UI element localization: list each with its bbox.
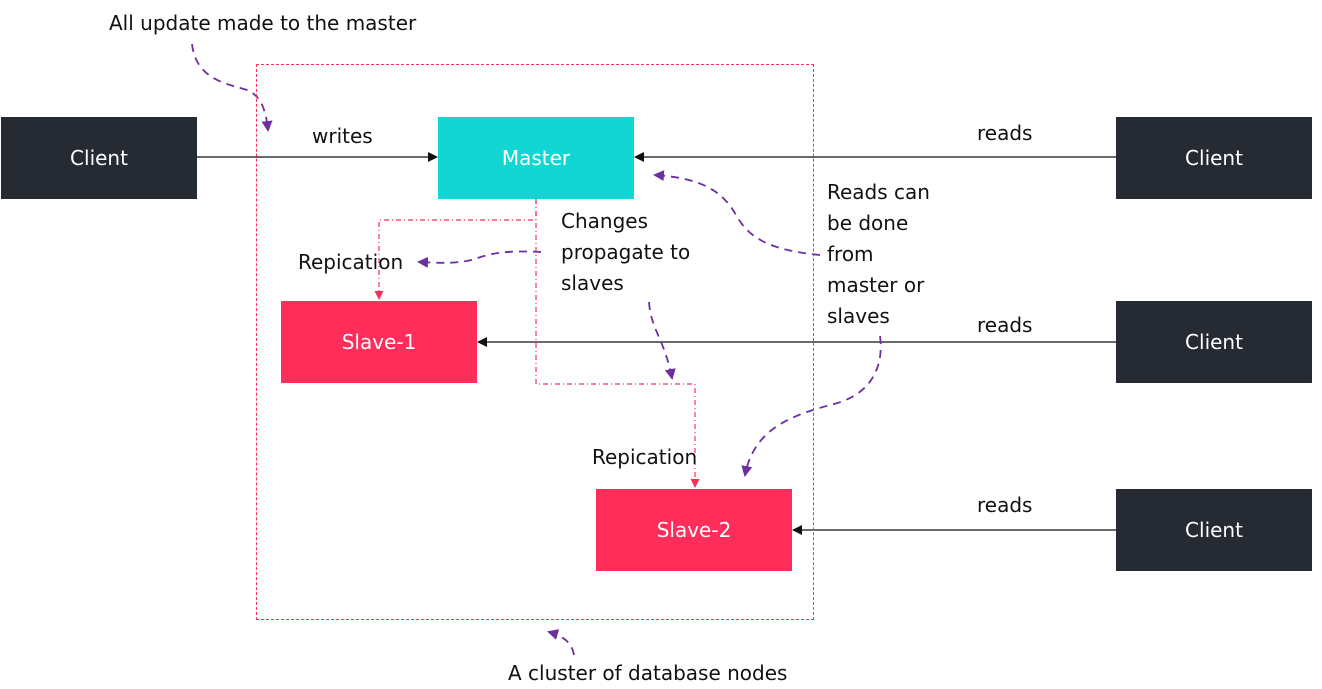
slave1-label: Slave-1 xyxy=(341,330,417,354)
reads-note-line-3: from xyxy=(827,242,874,266)
database-cluster-boundary xyxy=(256,64,814,620)
annotation-arrow-replication-1 xyxy=(417,250,542,268)
changes-propagate-line-1: Changes xyxy=(561,209,648,233)
client-bottom-right-label: Client xyxy=(1185,518,1243,542)
changes-propagate-line-2: propagate to xyxy=(561,240,691,264)
client-mid-right-label: Client xyxy=(1185,330,1243,354)
annotation-arrow-reads-master xyxy=(653,170,821,256)
master-node: Master xyxy=(438,117,634,199)
master-label: Master xyxy=(501,146,571,170)
reads-mid-label: reads xyxy=(977,313,1033,337)
annotation-arrow-top-note xyxy=(191,43,273,132)
client-top-right-node: Client xyxy=(1116,117,1312,199)
reads-note-line-4: master or xyxy=(827,273,925,297)
cluster-caption-label: A cluster of database nodes xyxy=(508,661,788,685)
slave2-node: Slave-2 xyxy=(596,489,792,571)
changes-propagate-line-3: slaves xyxy=(561,271,624,295)
client-top-right-label: Client xyxy=(1185,146,1243,170)
annotation-arrow-reads-slave2 xyxy=(741,335,882,477)
client-bottom-right-node: Client xyxy=(1116,489,1312,571)
annotation-arrow-cluster xyxy=(547,629,575,656)
replication-1-label: Repication xyxy=(298,250,404,274)
replication-line-slave2 xyxy=(535,199,700,488)
annotation-arrow-changes xyxy=(648,301,676,380)
reads-note-line-1: Reads can xyxy=(827,180,930,204)
reads-top-label: reads xyxy=(977,121,1033,145)
reads-note-line-5: slaves xyxy=(827,304,890,328)
replication-2-label: Repication xyxy=(592,445,698,469)
writes-label: writes xyxy=(312,124,373,148)
changes-propagate-note: Changes propagate to slaves xyxy=(561,206,690,299)
slave1-node: Slave-1 xyxy=(281,301,477,383)
reads-note-line-2: be done xyxy=(827,211,909,235)
reads-note: Reads can be done from master or slaves xyxy=(827,177,930,332)
top-note-label: All update made to the master xyxy=(109,11,417,35)
reads-bottom-label: reads xyxy=(977,493,1033,517)
slave2-label: Slave-2 xyxy=(656,518,732,542)
client-left-node: Client xyxy=(1,117,197,199)
replication-line-slave1 xyxy=(374,199,537,300)
client-left-label: Client xyxy=(70,146,128,170)
client-mid-right-node: Client xyxy=(1116,301,1312,383)
